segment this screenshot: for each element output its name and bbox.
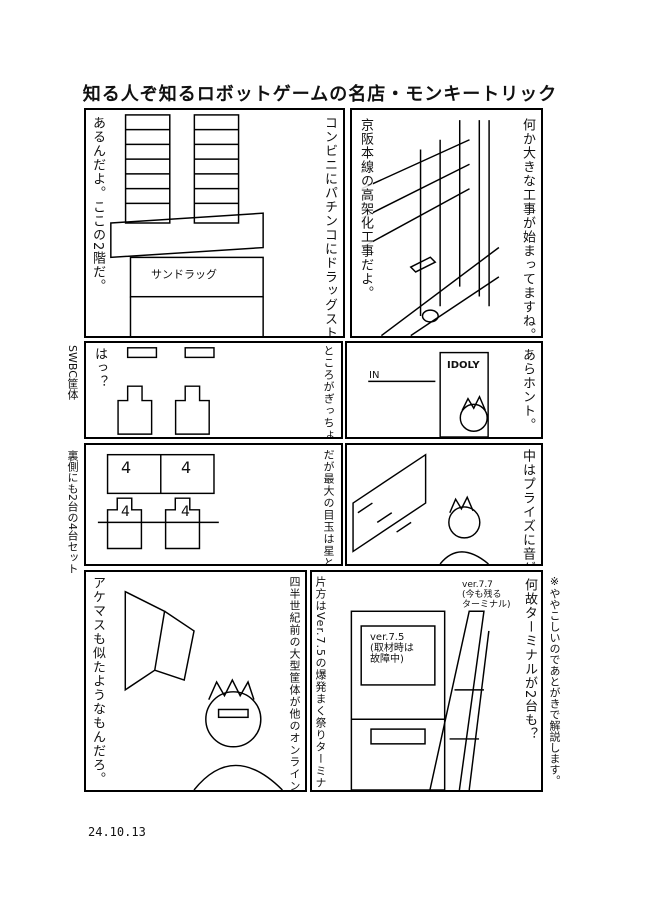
- question-why-two: 何故ターミナルが2台も？: [522, 578, 537, 788]
- panel-2: サンドラッグ コンビニにパチンコにドラッグストアに雑居ビル…ごく普通の街ですけど…: [84, 108, 345, 338]
- cab-number-2: 4: [181, 458, 192, 477]
- terminal-art: [350, 610, 490, 790]
- dialogue-tokoroga: ところがぎっちょん！既にサ終したSWBCや戦場の絆Ⅱが今もあるんです。: [322, 345, 335, 437]
- afterword-note: ※ややこしいのであとがきで解説します。: [548, 575, 561, 786]
- panel-5: 中はプライズに音ゲーにガンダムエクバ…普通ですね。: [345, 443, 543, 566]
- panel-4: ところがぎっちょん！既にサ終したSWBCや戦場の絆Ⅱが今もあるんです。 はっ？: [84, 341, 343, 439]
- cab-number-3: 4: [121, 504, 130, 520]
- cab-version-label: ver.7.5 (取材時は 故障中): [370, 632, 414, 665]
- swbc-side-note: SWBC筐体: [66, 345, 79, 400]
- panel-7: ver.7.5 (取材時は 故障中) ver.7.7 (今も残る ターミナル) …: [310, 570, 543, 792]
- cabinet-side-note: 裏側にも2台の4台セット: [66, 450, 79, 574]
- idoly-sign: IDOLY: [447, 360, 480, 371]
- dialogue-inside: 中はプライズに音ゲーにガンダムエクバ…普通ですね。: [520, 449, 535, 564]
- building-art: [110, 114, 264, 336]
- elevated-construction-art: [361, 120, 500, 336]
- dialogue-second-floor: あるんだよ。ここの2階だ。: [90, 116, 105, 316]
- sundrug-sign: サンドラッグ: [151, 268, 217, 281]
- dialogue-really: あらホント。: [520, 348, 535, 436]
- panel-6: 4 4 4 4 だが最大の目玉は星と翼のパラドクスや戦場の絆Ⅱをものともせずに残…: [84, 443, 343, 566]
- dialogue-construction: 何か大きな工事が始まってますね。: [520, 118, 535, 338]
- dialogue-huh: はっ？: [92, 347, 107, 389]
- dialogue-main-attraction: だが最大の目玉は星と翼のパラドクスや戦場の絆Ⅱをものともせずに残り続けるバーチャ…: [322, 449, 335, 564]
- virtualon-cabinets-art: [97, 453, 219, 550]
- entrance-art: [368, 351, 489, 437]
- page-title: 知る人ぞ知るロボットゲームの名店・モンキートリック: [82, 84, 558, 105]
- character-art: [124, 590, 283, 790]
- dialogue-terminal: 片方はVer.7.5の爆発まく祭りターミナル。これこそがここの真骨頂だ。: [314, 576, 327, 792]
- narration-keihan: 京阪本線の高架化工事だよ。: [358, 118, 373, 300]
- panel-3: IN IDOLY あらホント。: [345, 341, 543, 439]
- date-stamp: 24.10.13: [88, 825, 146, 839]
- arcade-interior-art: [352, 453, 489, 564]
- in-sign: IN: [369, 370, 380, 381]
- dialogue-ordinary-town: コンビニにパチンコにドラッグストアに雑居ビル…ごく普通の街ですけど、ホントにこん…: [322, 116, 337, 336]
- panel-8: 四半世紀前の大型筐体が他のオンライン大型筐体をものともせずに生き残るの、すごいで…: [84, 570, 307, 792]
- dialogue-akemas: アケマスも似たようなもんだろ。: [90, 576, 105, 788]
- panel-1: 何か大きな工事が始まってますね。 京阪本線の高架化工事だよ。: [350, 108, 543, 338]
- terminal-tag-label: ver.7.7 (今も残る ターミナル): [462, 580, 511, 610]
- dialogue-quarter-century: 四半世紀前の大型筐体が他のオンライン大型筐体をものともせずに生き残るの、すごいで…: [288, 576, 301, 790]
- swbc-cabinets-art: [117, 347, 215, 435]
- cab-number-4: 4: [181, 504, 190, 520]
- cab-number-1: 4: [121, 458, 132, 477]
